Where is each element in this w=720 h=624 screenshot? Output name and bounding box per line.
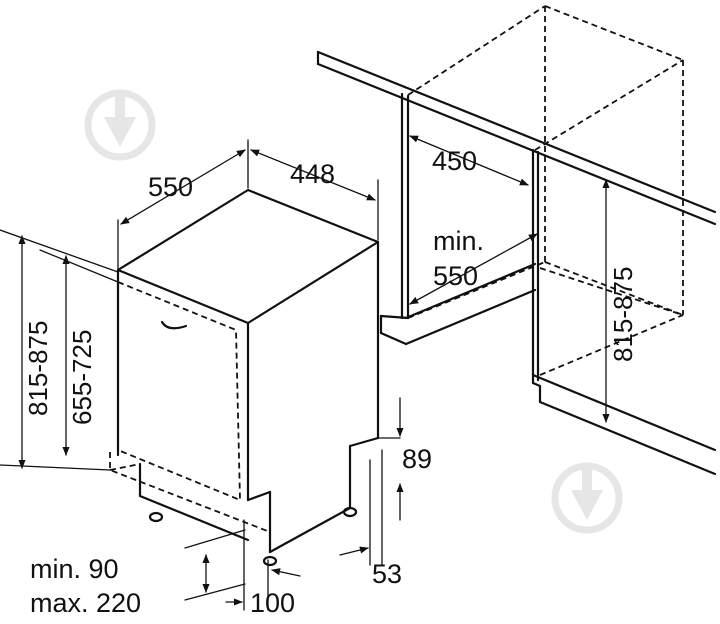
appliance-height-label: 655-725 xyxy=(67,330,97,425)
foot-front-right xyxy=(262,555,278,567)
niche-width-label: 450 xyxy=(432,146,477,176)
plinth-outline-dashed xyxy=(109,452,271,533)
installation-niche: 450 min. 550 815-875 xyxy=(316,5,717,476)
foot-front-left xyxy=(148,511,164,523)
total-height-label: 815-875 xyxy=(23,321,53,416)
door-gap-label-line2: max. 220 xyxy=(30,588,141,618)
niche-depth-dimension-line xyxy=(409,233,538,305)
niche-height-label: 815-875 xyxy=(608,267,638,362)
niche-outline-dashed xyxy=(407,5,684,376)
width-dimension-line xyxy=(250,149,376,201)
door-panel-outline xyxy=(117,281,241,502)
dishwasher-top xyxy=(116,188,380,325)
niche-width-dimension-line xyxy=(409,135,529,186)
depth-label: 550 xyxy=(148,172,193,202)
plinth-setback-arrow xyxy=(271,568,301,577)
pen-nib-watermark-icon xyxy=(551,462,623,534)
foot-offset-arrow xyxy=(339,546,369,556)
foot-back-right xyxy=(342,506,358,518)
niche-depth-label-line2: 550 xyxy=(433,261,478,291)
width-label: 448 xyxy=(290,159,335,189)
depth-dimension-line xyxy=(120,149,246,225)
door-gap-label-line1: min. 90 xyxy=(30,554,119,584)
niche-depth-label-line1: min. xyxy=(433,226,484,256)
door-handle xyxy=(160,320,188,330)
countertop-front-edge xyxy=(316,50,717,214)
plinth-setback-label: 100 xyxy=(250,588,295,618)
foot-offset-label: 53 xyxy=(372,559,402,589)
pen-nib-watermark-icon xyxy=(84,89,156,161)
dishwasher-appliance: 550 448 815-875 655-725 89 53 100 xyxy=(0,139,432,618)
plinth-height-label: 89 xyxy=(402,444,432,474)
